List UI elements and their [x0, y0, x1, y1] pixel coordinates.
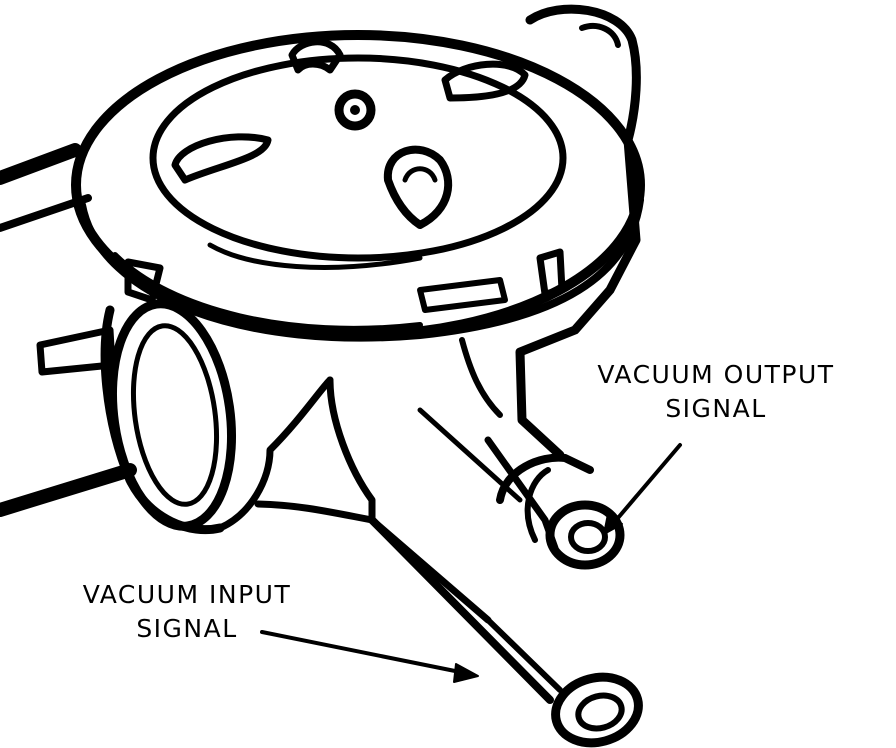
vacuum-output-signal-label: VACUUM OUTPUT SIGNAL: [566, 358, 866, 426]
output-arrow: [603, 443, 682, 535]
output-label-line2: SIGNAL: [665, 394, 767, 423]
input-tube: [368, 516, 643, 748]
valve-cap: [71, 30, 645, 342]
side-port: [100, 299, 334, 535]
rear-lug: [525, 4, 641, 145]
input-label-line2: SIGNAL: [136, 614, 238, 643]
vacuum-input-signal-label: VACUUM INPUT SIGNAL: [52, 578, 322, 646]
input-arrow: [260, 630, 479, 683]
input-label-line1: VACUUM INPUT: [82, 580, 292, 609]
output-nipple: [496, 453, 625, 570]
output-label-line1: VACUUM OUTPUT: [597, 360, 835, 389]
